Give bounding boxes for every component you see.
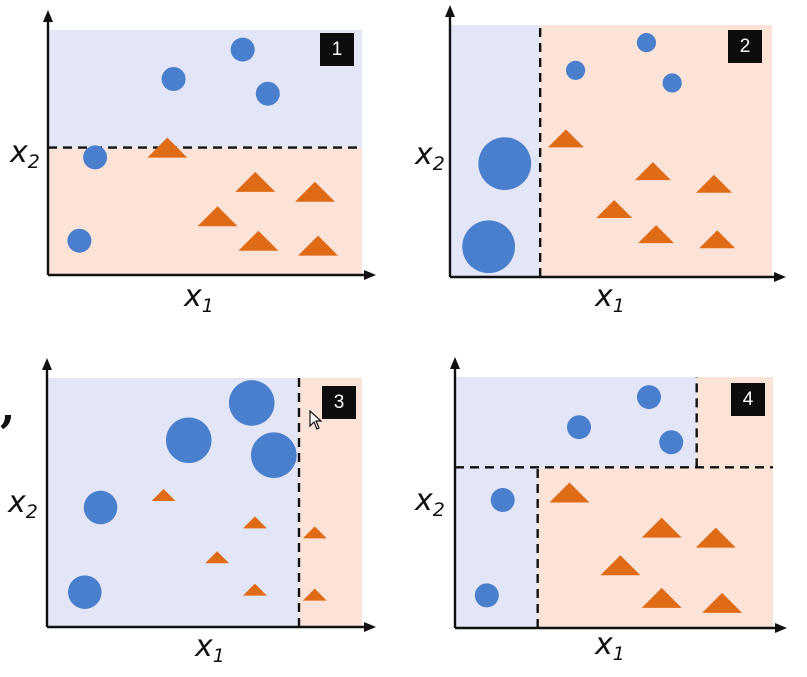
panel-4-x-axis-label: x1: [595, 630, 625, 664]
triangle-point: [696, 174, 733, 193]
triangle-point: [242, 516, 267, 529]
circle-point: [462, 220, 516, 274]
y-axis-sub: 2: [432, 153, 445, 175]
panel-4-badge: 4: [731, 383, 765, 416]
circle-point: [68, 575, 102, 609]
region-circle-0: [48, 30, 362, 148]
y-axis-arrowhead: [42, 358, 52, 370]
triangle-point: [641, 517, 682, 538]
x-axis-sub: 1: [212, 645, 225, 667]
triangle-point: [638, 225, 675, 244]
triangle-point: [197, 206, 238, 227]
x-axis-arrowhead: [364, 622, 376, 632]
triangle-point: [596, 199, 633, 218]
panel-3-x-axis-label: x1: [195, 632, 225, 666]
panel-1: 1 x2 x1: [0, 0, 400, 320]
circle-point: [250, 432, 297, 478]
triangle-point: [695, 527, 736, 548]
y-axis-base: x: [8, 485, 26, 520]
circle-point: [565, 60, 586, 80]
triangle-point: [699, 230, 736, 249]
panel-2-plot: [445, 5, 786, 282]
x-axis-sub: 1: [201, 295, 214, 317]
circle-point: [478, 137, 532, 191]
panel-2-x-axis-label: x1: [595, 282, 625, 316]
panel-3-plot: [42, 358, 376, 632]
y-axis-arrowhead: [445, 5, 455, 17]
triangle-point: [702, 592, 743, 613]
triangle-point: [547, 129, 584, 148]
y-axis-base: x: [10, 135, 28, 170]
y-axis-base: x: [415, 137, 433, 172]
x-axis-base: x: [595, 279, 613, 314]
x-axis-arrowhead: [364, 270, 376, 280]
panel-1-badge: 1: [320, 33, 354, 66]
circle-point: [230, 37, 255, 62]
triangle-point: [238, 230, 279, 251]
panel-3-badge: 3: [322, 386, 356, 419]
circle-point: [165, 417, 212, 464]
panel-4-plot: [450, 357, 787, 633]
panel-3-y-axis-label: x2: [8, 488, 38, 522]
x-axis-base: x: [184, 279, 202, 314]
circle-point: [636, 33, 657, 53]
mouse-cursor-icon: [309, 410, 323, 430]
triangle-point: [147, 137, 188, 158]
triangle-point: [298, 235, 339, 256]
y-axis-base: x: [415, 483, 433, 518]
panel-3: 3 x2 x1: [0, 340, 400, 670]
circle-point: [567, 415, 592, 440]
panel-2: 2 x2 x1: [405, 0, 805, 320]
panel-2-badge: 2: [728, 30, 762, 63]
panel-1-plot: [43, 10, 376, 280]
triangle-point: [151, 489, 176, 502]
y-axis-sub: 2: [27, 151, 40, 173]
y-axis-sub: 2: [432, 499, 445, 521]
x-axis-arrowhead: [775, 623, 787, 633]
panel-1-y-axis-label: x2: [10, 138, 40, 172]
panel-2-y-axis-label: x2: [415, 140, 445, 174]
triangle-point: [549, 482, 590, 503]
triangle-point: [294, 181, 335, 202]
circle-point: [474, 583, 499, 608]
circle-point: [662, 73, 682, 93]
circle-point: [67, 228, 92, 253]
circle-point: [490, 487, 515, 512]
panel-1-x-axis-label: x1: [184, 282, 214, 316]
triangle-point: [235, 171, 276, 192]
circle-point: [255, 81, 280, 106]
triangle-point: [205, 551, 230, 564]
y-axis-arrowhead: [450, 357, 460, 369]
x-axis-base: x: [595, 627, 613, 662]
triangle-point: [641, 587, 682, 608]
x-axis-sub: 1: [612, 295, 625, 317]
circle-point: [636, 385, 661, 410]
panel-4-y-axis-label: x2: [415, 486, 445, 520]
panel-4: 4 x2 x1: [405, 340, 805, 670]
y-axis-arrowhead: [43, 10, 53, 22]
triangle-point: [242, 583, 267, 596]
circle-point: [659, 430, 684, 455]
x-axis-arrowhead: [774, 272, 786, 282]
triangle-point: [302, 526, 327, 539]
circle-point: [228, 380, 275, 426]
triangle-point: [634, 162, 671, 181]
x-axis-base: x: [195, 629, 213, 664]
circle-point: [161, 67, 186, 91]
x-axis-sub: 1: [612, 643, 625, 665]
circle-point: [83, 145, 108, 170]
circle-point: [83, 490, 118, 525]
y-axis-sub: 2: [25, 501, 38, 523]
triangle-point: [600, 555, 641, 576]
triangle-point: [302, 588, 327, 601]
stray-comma-glyph: ,: [0, 382, 16, 433]
